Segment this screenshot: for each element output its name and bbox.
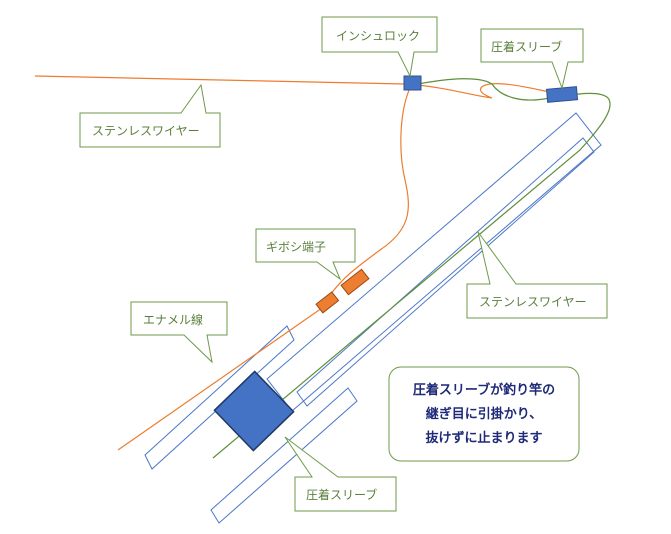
rod-middle-segment xyxy=(144,325,295,470)
insulock-part xyxy=(403,75,422,91)
note-box: 圧着スリーブが釣り竿の 継ぎ目に引掛かり、 抜けずに止まります xyxy=(388,366,580,462)
note-line-1: 圧着スリーブが釣り竿の xyxy=(413,382,555,398)
label-sleeve-top: 圧着スリーブ xyxy=(491,39,562,54)
gibosi-part-upper xyxy=(340,268,370,296)
callout-wire-right: ステンレスワイヤー xyxy=(466,231,608,319)
callout-wire-top: ステンレスワイヤー xyxy=(79,83,221,148)
fishing-rod xyxy=(144,112,602,524)
sleeve-bottom-part xyxy=(213,370,295,452)
label-wire-top: ステンレスワイヤー xyxy=(92,124,200,138)
enamel-wire xyxy=(117,307,323,451)
callout-sleeve-top: 圧着スリーブ xyxy=(480,28,584,90)
label-sleeve-bottom: 圧着スリーブ xyxy=(306,487,377,502)
label-wire-right: ステンレスワイヤー xyxy=(479,295,587,309)
rod-tip-segment xyxy=(266,112,602,412)
stainless-wire-orange xyxy=(34,75,551,99)
callout-sleeve-bottom: 圧着スリーブ xyxy=(284,436,397,512)
callout-gibosi: ギボシ端子 xyxy=(255,228,356,281)
label-insulock: インシュロック xyxy=(336,29,420,43)
note-line-2: 継ぎ目に引掛かり、 xyxy=(426,406,542,422)
callout-enamel: エナメル線 xyxy=(130,301,228,364)
callout-insulock: インシュロック xyxy=(321,16,438,78)
label-enamel: エナメル線 xyxy=(143,312,203,327)
gibosi-part-lower xyxy=(315,291,340,314)
note-line-3: 抜けずに止まります xyxy=(425,430,542,446)
rod-lower-segment xyxy=(210,387,358,524)
rod-joint-segment xyxy=(296,137,595,407)
label-gibosi: ギボシ端子 xyxy=(266,240,326,254)
stainless-wire-orange-down xyxy=(329,87,411,296)
